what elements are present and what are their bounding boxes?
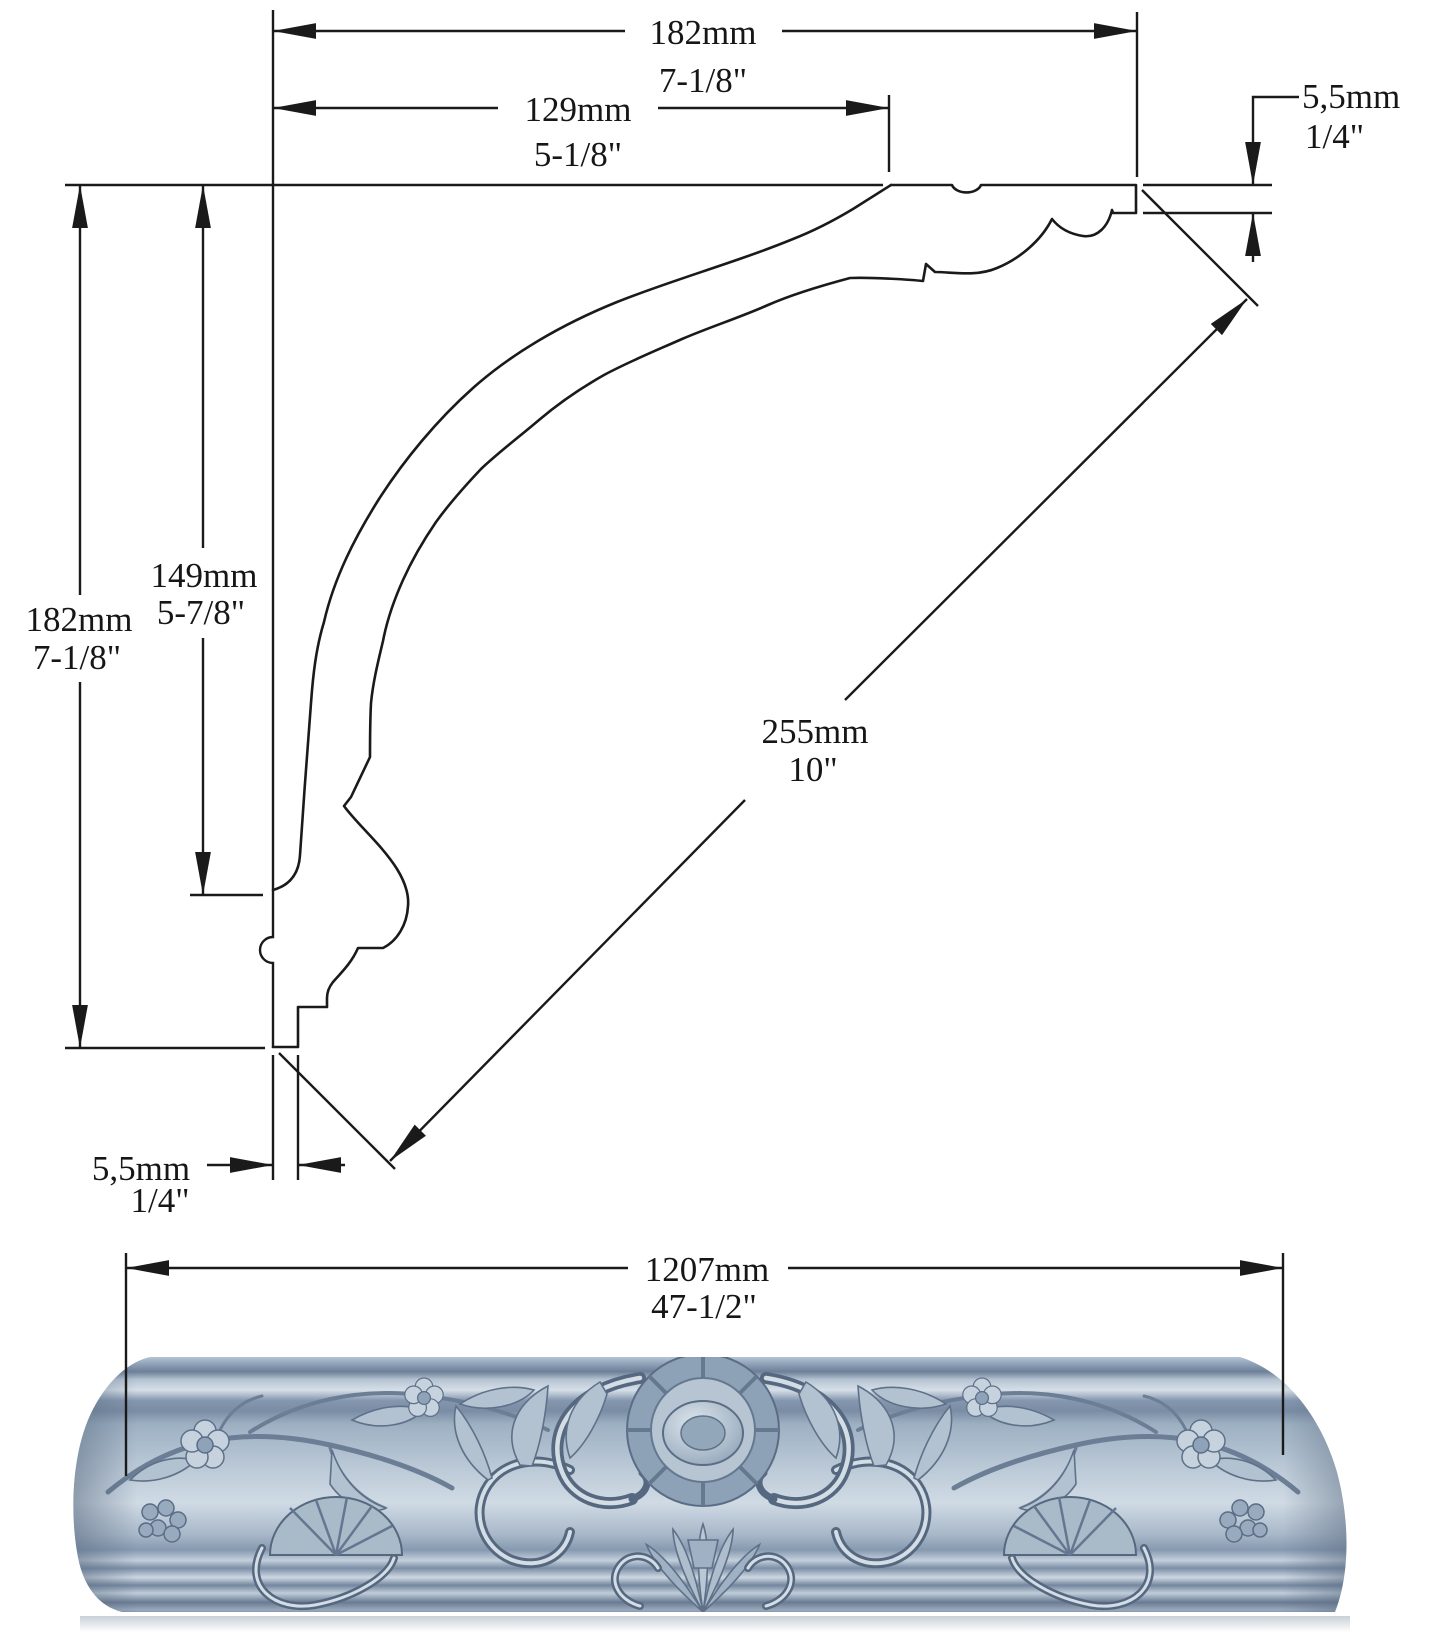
dimension-inner-height: 149mm 5-7/8" (151, 185, 263, 897)
inner-width-label-metric: 129mm (525, 90, 632, 129)
extension-line (278, 1052, 396, 1170)
inner-height-label-metric: 149mm (151, 556, 258, 595)
dimension-top-width: 182mm 7-1/8" (272, 12, 1139, 177)
profile-outline-path (271, 183, 1138, 1049)
top-thickness-label-metric: 5,5mm (1302, 77, 1400, 116)
inner-width-label-imperial: 5-1/8" (534, 135, 622, 174)
face-length-label-metric: 255mm (762, 712, 869, 751)
profile-section-view: 182mm 7-1/8" 129mm 5-1/8" 182mm 7-1/8" 1… (26, 10, 1400, 1220)
length-label-imperial: 47-1/2" (651, 1287, 757, 1326)
height-label-imperial: 7-1/8" (33, 638, 121, 677)
bottom-thickness-label-imperial: 1/4" (130, 1181, 189, 1220)
moulding-ornament (73, 1357, 1347, 1612)
drop-shadow (80, 1616, 1350, 1632)
wall-reference-line (258, 10, 275, 1048)
length-label-metric: 1207mm (645, 1250, 769, 1289)
dimension-face-length: 255mm 10" (278, 189, 1259, 1170)
dimension-height: 182mm 7-1/8" (26, 185, 265, 1050)
top-width-label-imperial: 7-1/8" (659, 61, 747, 100)
end-shading-overlay (73, 1357, 1347, 1612)
height-label-metric: 182mm (26, 600, 133, 639)
bottom-thickness-label-metric: 5,5mm (92, 1149, 190, 1188)
dimension-top-thickness: 5,5mm 1/4" (1143, 77, 1400, 262)
face-length-label-imperial: 10" (788, 750, 837, 789)
extension-line (1141, 189, 1259, 307)
profile-back-curve-path (271, 183, 893, 892)
dimension-inner-width: 129mm 5-1/8" (272, 90, 891, 174)
top-thickness-label-imperial: 1/4" (1305, 117, 1364, 156)
dimension-length: 1207mm 47-1/2" (124, 1250, 1285, 1476)
moulding-3d-render: 1207mm 47-1/2" (73, 1250, 1350, 1632)
dimension-bottom-thickness: 5,5mm 1/4" (92, 1055, 345, 1220)
inner-height-label-imperial: 5-7/8" (157, 593, 245, 632)
top-width-label-metric: 182mm (650, 13, 757, 52)
